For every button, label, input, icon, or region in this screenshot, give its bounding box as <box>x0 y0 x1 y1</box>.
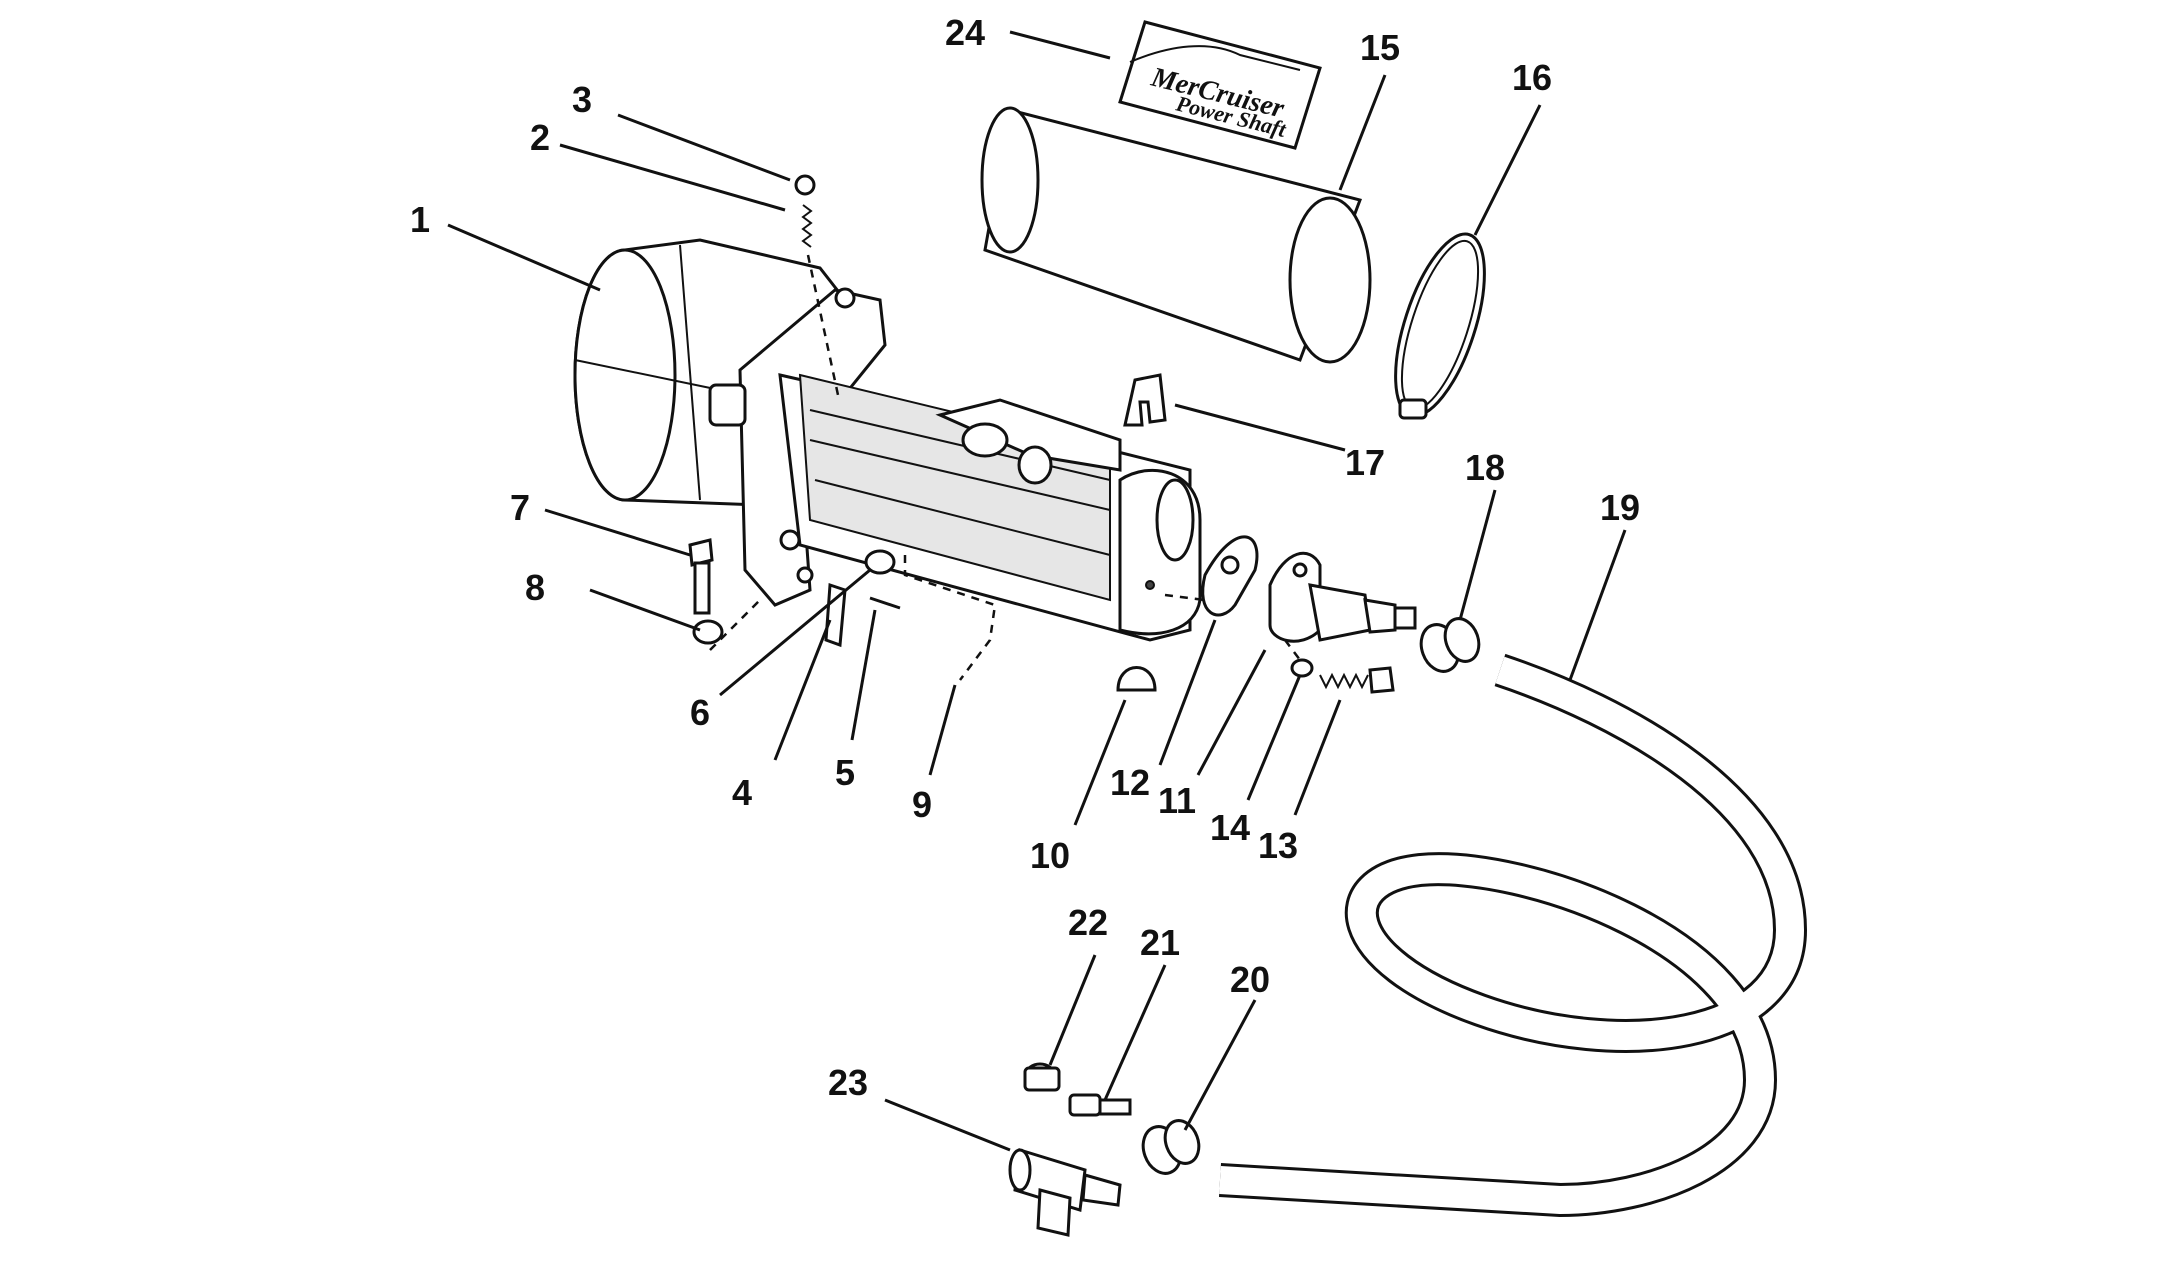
pin-part-5 <box>869 596 901 610</box>
washer-part-14 <box>1290 658 1314 678</box>
bolt-part-7 <box>688 538 714 615</box>
hose-clamp-part-20 <box>1141 1119 1201 1175</box>
callout-16: 16 <box>1512 57 1552 98</box>
callout-labels: 1 2 3 4 5 6 7 8 9 10 11 12 13 14 15 16 1… <box>410 12 1640 1103</box>
plug-part-10 <box>1116 666 1157 692</box>
cover-part-15 <box>980 106 1372 364</box>
callout-15: 15 <box>1360 27 1400 68</box>
nut-part-6 <box>864 549 896 575</box>
callout-9: 9 <box>912 784 932 825</box>
callout-14: 14 <box>1210 807 1250 848</box>
callout-6: 6 <box>690 692 710 733</box>
callout-24: 24 <box>945 12 985 53</box>
hose-part-19 <box>1219 653 1808 1218</box>
clip-part-17 <box>1123 373 1167 427</box>
callout-2: 2 <box>530 117 550 158</box>
flange-part-11 <box>1268 551 1417 643</box>
callout-21: 21 <box>1140 922 1180 963</box>
tee-part-23 <box>1008 1148 1122 1237</box>
leader-lines <box>447 30 1627 1152</box>
hose-clamp-part-18 <box>1419 617 1481 673</box>
rod-part-9 <box>903 555 997 681</box>
callout-4: 4 <box>732 772 752 813</box>
callout-22: 22 <box>1068 902 1108 943</box>
screw-part-13 <box>1319 666 1395 694</box>
callout-17: 17 <box>1345 442 1385 483</box>
decal-part-24: MerCruiser Power Shaft <box>1118 20 1322 150</box>
washer-part-8 <box>692 619 724 645</box>
callout-11: 11 <box>1158 780 1196 821</box>
callout-3: 3 <box>572 79 592 120</box>
callout-19: 19 <box>1600 487 1640 528</box>
nut-part-3 <box>794 174 816 196</box>
clamp-part-16 <box>1394 232 1486 420</box>
callout-7: 7 <box>510 487 530 528</box>
callout-20: 20 <box>1230 959 1270 1000</box>
callout-1: 1 <box>410 199 430 240</box>
callout-8: 8 <box>525 567 545 608</box>
callout-10: 10 <box>1030 835 1070 876</box>
callout-13: 13 <box>1258 825 1298 866</box>
fitting-part-22 <box>1023 1062 1061 1092</box>
callout-23: 23 <box>828 1062 868 1103</box>
callout-12: 12 <box>1110 762 1150 803</box>
callout-18: 18 <box>1465 447 1505 488</box>
spring-part-2 <box>801 204 813 248</box>
gasket-part-12 <box>1201 535 1259 617</box>
pin-part-4 <box>824 582 847 648</box>
pump-body <box>573 238 1202 642</box>
callout-5: 5 <box>835 752 855 793</box>
fitting-part-21 <box>1068 1093 1132 1117</box>
